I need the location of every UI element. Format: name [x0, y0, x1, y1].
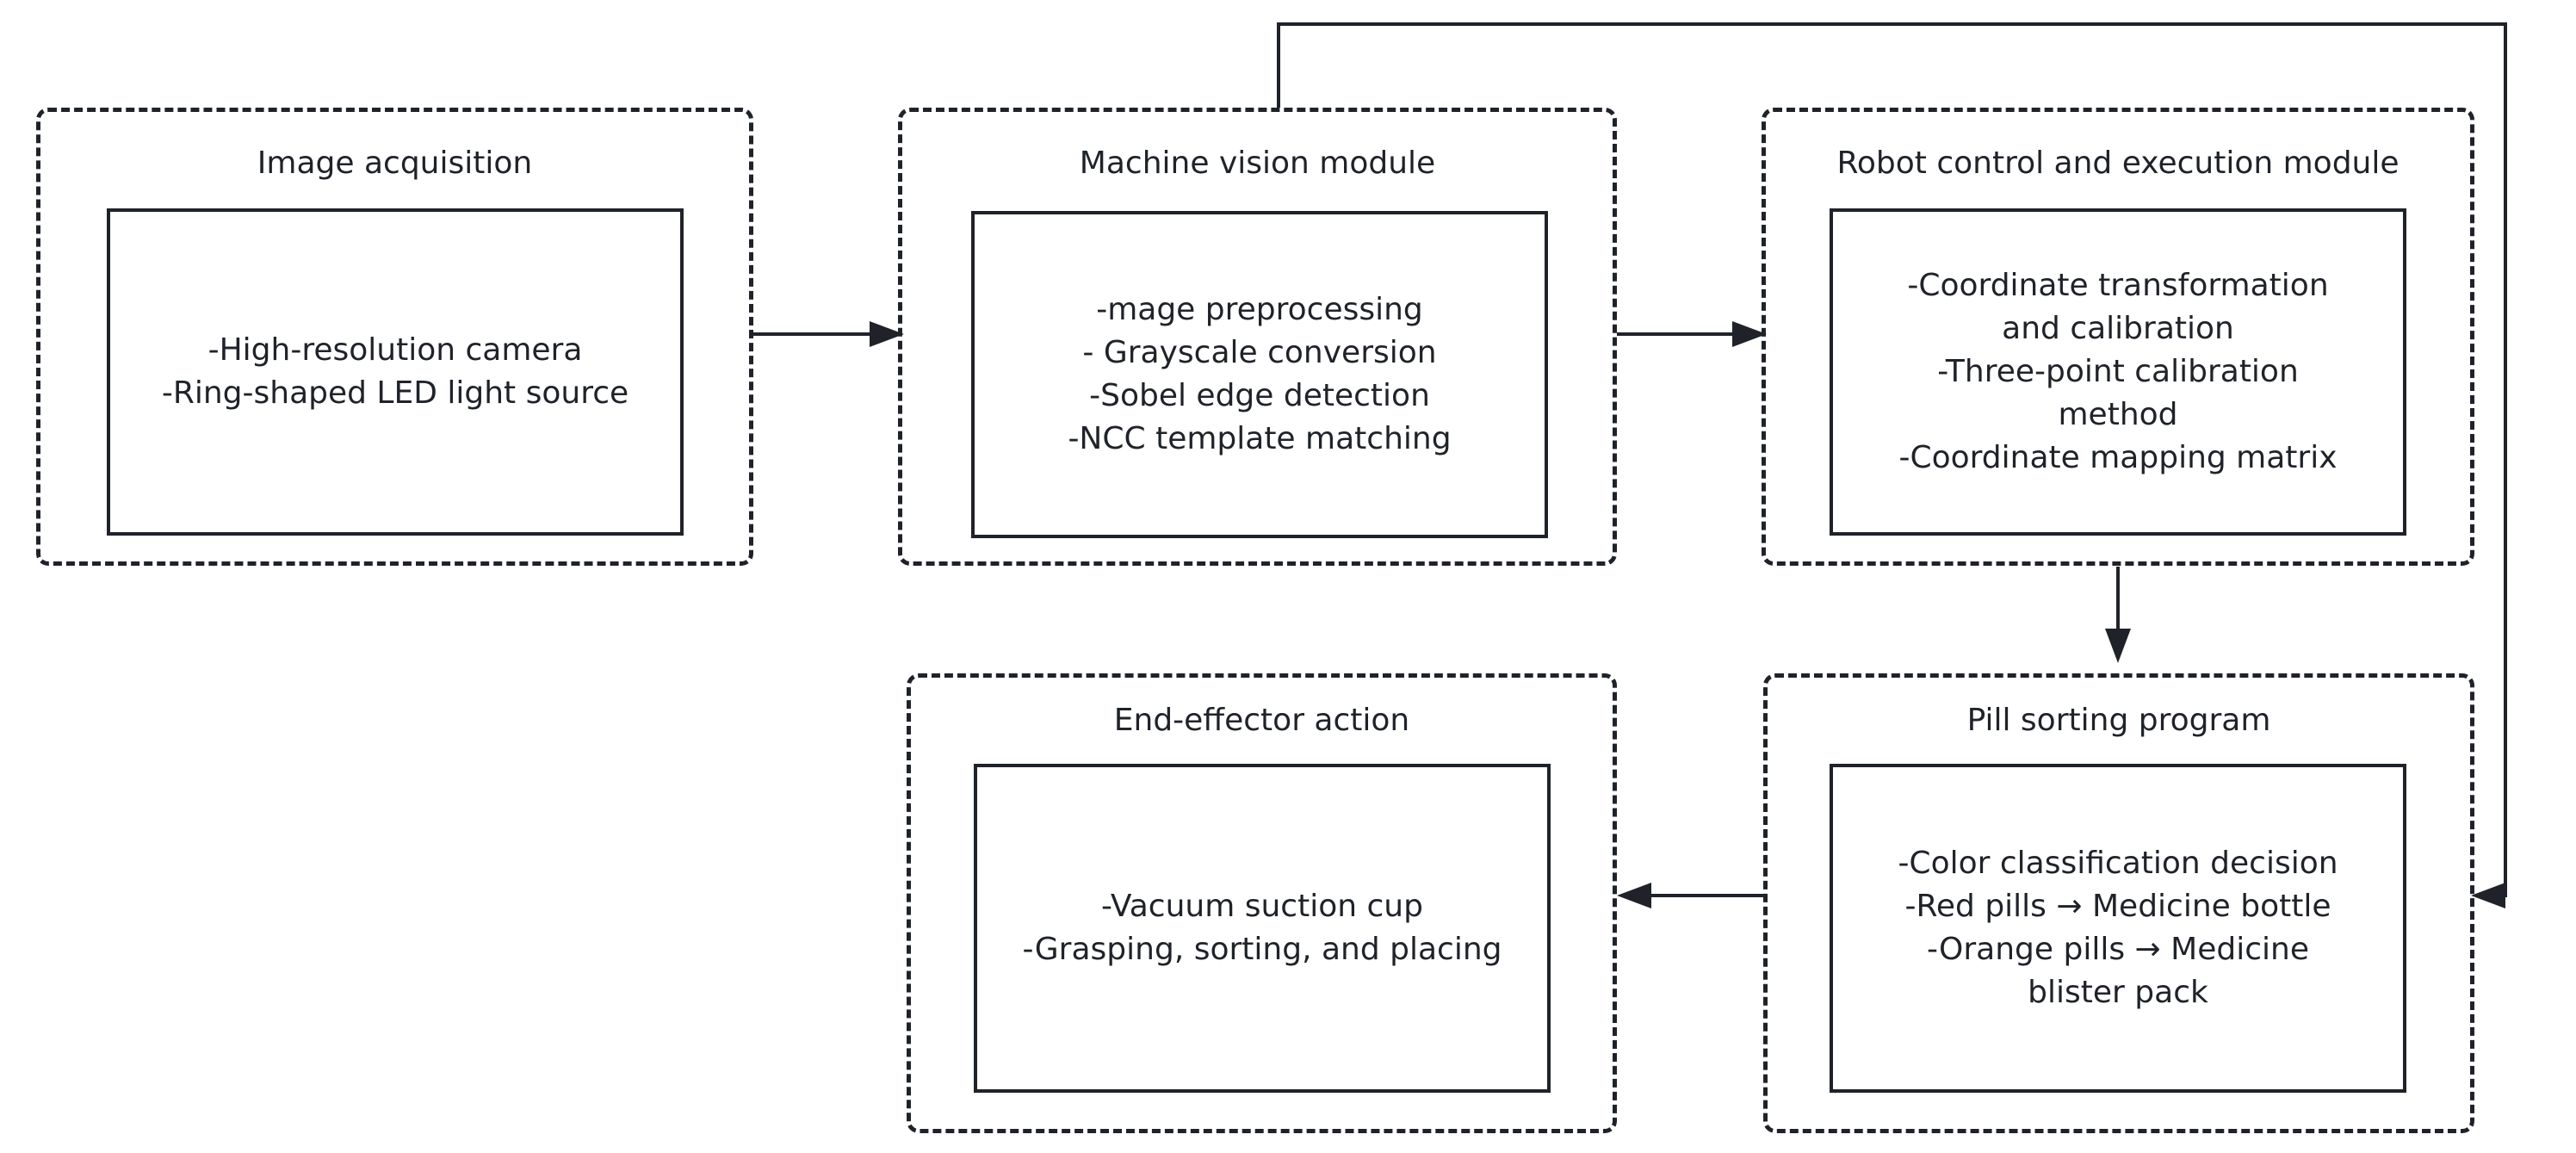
detail-line: -Red pills → Medicine bottle: [1904, 889, 2331, 924]
end-effector-details: -Vacuum suction cup -Grasping, sorting, …: [974, 764, 1551, 1093]
detail-line: -Orange pills → Medicine: [1927, 932, 2309, 967]
machine-vision-module: Machine vision module -mage preprocessin…: [898, 108, 1617, 566]
pill-sorting-module: Pill sorting program -Color classificati…: [1763, 673, 2474, 1133]
detail-line: -NCC template matching: [1068, 421, 1452, 456]
detail-line: -Three-point calibration: [1937, 354, 2299, 389]
detail-line: -Coordinate transformation: [1907, 268, 2329, 303]
detail-line: -Ring-shaped LED light source: [161, 375, 629, 411]
detail-line: -High-resolution camera: [207, 332, 583, 368]
arrow-sorting-to-effector-head: [1617, 883, 1651, 908]
robot-control-title: Robot control and execution module: [1836, 146, 2400, 181]
detail-line: -Coordinate mapping matrix: [1898, 440, 2338, 475]
detail-line: method: [2058, 397, 2178, 432]
end-effector-title: End-effector action: [1113, 703, 1410, 738]
detail-line: and calibration: [2002, 311, 2234, 346]
image-acquisition-details: -High-resolution camera -Ring-shaped LED…: [107, 208, 684, 536]
detail-line: -Vacuum suction cup: [1101, 889, 1423, 924]
detail-line: -Color classification decision: [1898, 846, 2338, 881]
feedback-vision-to-sorting-head: [2471, 883, 2505, 908]
pill-sorting-title: Pill sorting program: [1966, 703, 2271, 738]
detail-line: -mage preprocessing: [1096, 292, 1423, 327]
pill-sorting-details: -Color classification decision -Red pill…: [1830, 764, 2406, 1093]
end-effector-module: End-effector action -Vacuum suction cup …: [907, 673, 1617, 1133]
detail-line: blister pack: [2028, 975, 2208, 1010]
machine-vision-title: Machine vision module: [1079, 146, 1436, 181]
machine-vision-details: -mage preprocessing - Grayscale conversi…: [971, 211, 1548, 538]
detail-line: -Sobel edge detection: [1089, 378, 1430, 413]
arrow-robot-to-sorting-head: [2105, 629, 2131, 663]
image-acquisition-title: Image acquisition: [257, 146, 533, 181]
robot-control-details: -Coordinate transformation and calibrati…: [1830, 208, 2406, 536]
robot-control-module: Robot control and execution module -Coor…: [1762, 108, 2474, 566]
image-acquisition-module: Image acquisition -High-resolution camer…: [36, 108, 753, 566]
detail-line: - Grayscale conversion: [1082, 335, 1437, 370]
detail-line: -Grasping, sorting, and placing: [1022, 932, 1502, 967]
